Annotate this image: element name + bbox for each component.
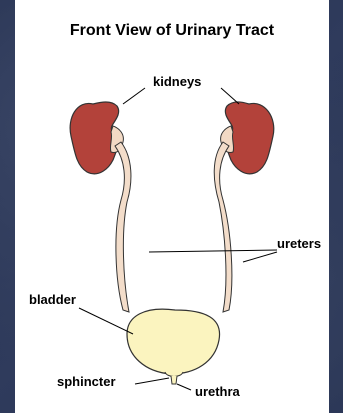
label-kidneys: kidneys — [153, 74, 201, 89]
label-sphincter: sphincter — [57, 374, 116, 389]
right-ureter — [214, 142, 232, 312]
label-urethra: urethra — [195, 384, 240, 399]
ureters-pointer-left — [149, 250, 277, 252]
diagram-card: Front View of Urinary Tract kidneys uret… — [15, 0, 329, 413]
urinary-tract-illustration — [15, 0, 329, 413]
urethra-pointer — [177, 384, 191, 390]
label-bladder: bladder — [29, 292, 76, 307]
sphincter-pointer — [135, 378, 169, 384]
bladder — [127, 309, 220, 374]
kidneys-pointer-right — [221, 88, 239, 104]
left-ureter — [115, 142, 131, 312]
sphincter — [165, 372, 183, 377]
ureters-pointer-right — [243, 252, 277, 262]
urethra-stub — [171, 376, 177, 384]
bladder-pointer — [79, 308, 133, 334]
kidneys-pointer-left — [123, 88, 145, 104]
label-ureters: ureters — [277, 236, 321, 251]
